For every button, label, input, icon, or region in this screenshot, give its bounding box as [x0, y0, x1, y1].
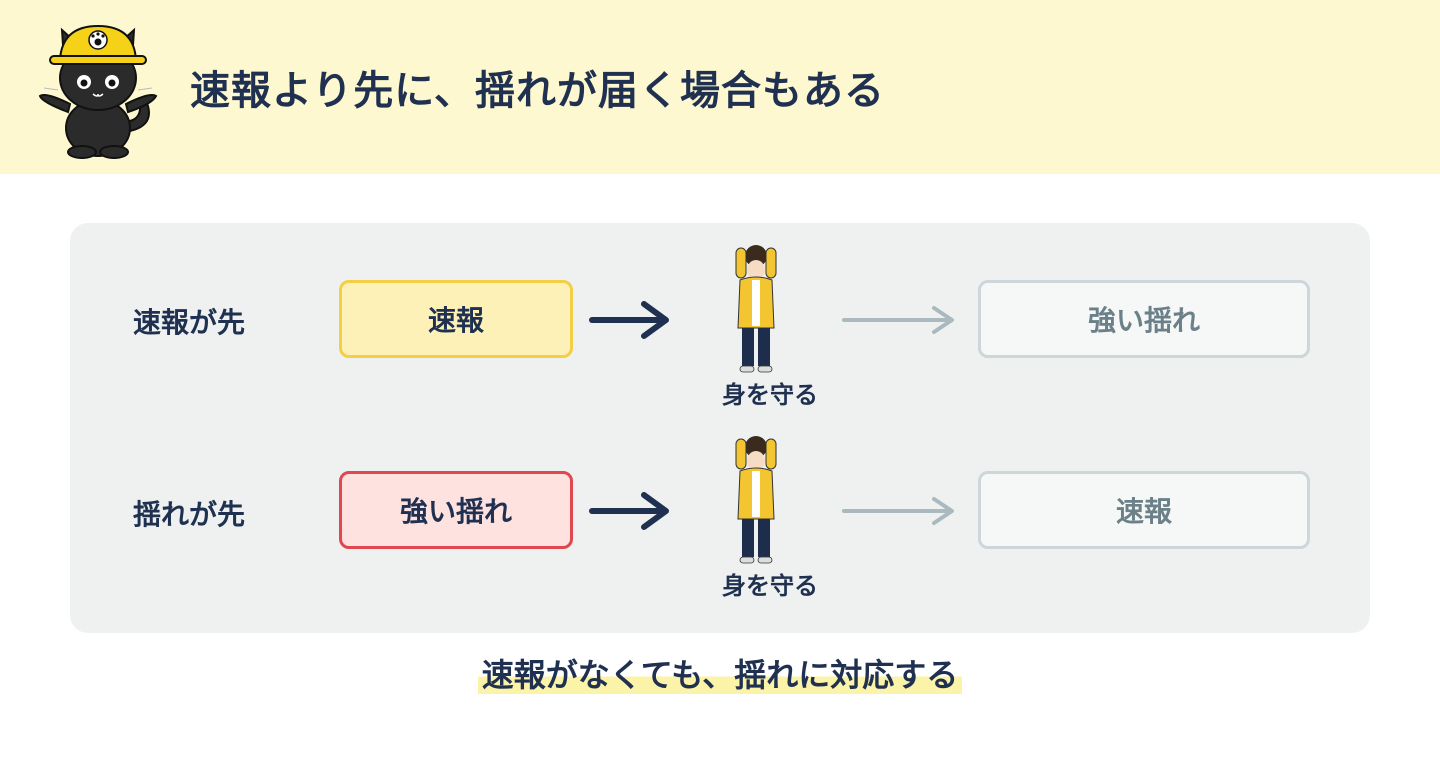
black-cat-helmet-mascot-icon	[38, 24, 158, 159]
row-label-shaking-first: 揺れが先	[133, 498, 246, 531]
strong-shaking-box: 強い揺れ	[978, 280, 1310, 358]
header-banner: 速報より先に、揺れが届く場合もある	[0, 0, 1440, 174]
person-protecting-head-icon	[735, 436, 777, 564]
arrow-right-icon	[589, 492, 669, 530]
action-caption: 身を守る	[722, 381, 818, 409]
page-title: 速報より先に、揺れが届く場合もある	[190, 68, 885, 114]
takeaway-line: 速報がなくても、揺れに対応する	[0, 650, 1440, 696]
strong-shaking-box: 強い揺れ	[339, 471, 573, 549]
alert-box: 速報	[978, 471, 1310, 549]
takeaway-text: 速報がなくても、揺れに対応する	[477, 650, 963, 696]
person-protecting-head-icon	[735, 245, 777, 373]
faded-arrow-right-icon	[842, 497, 954, 525]
faded-arrow-right-icon	[842, 306, 954, 334]
action-caption: 身を守る	[722, 572, 818, 600]
alert-box: 速報	[339, 280, 573, 358]
arrow-right-icon	[589, 301, 669, 339]
row-label-alert-first: 速報が先	[133, 306, 246, 339]
